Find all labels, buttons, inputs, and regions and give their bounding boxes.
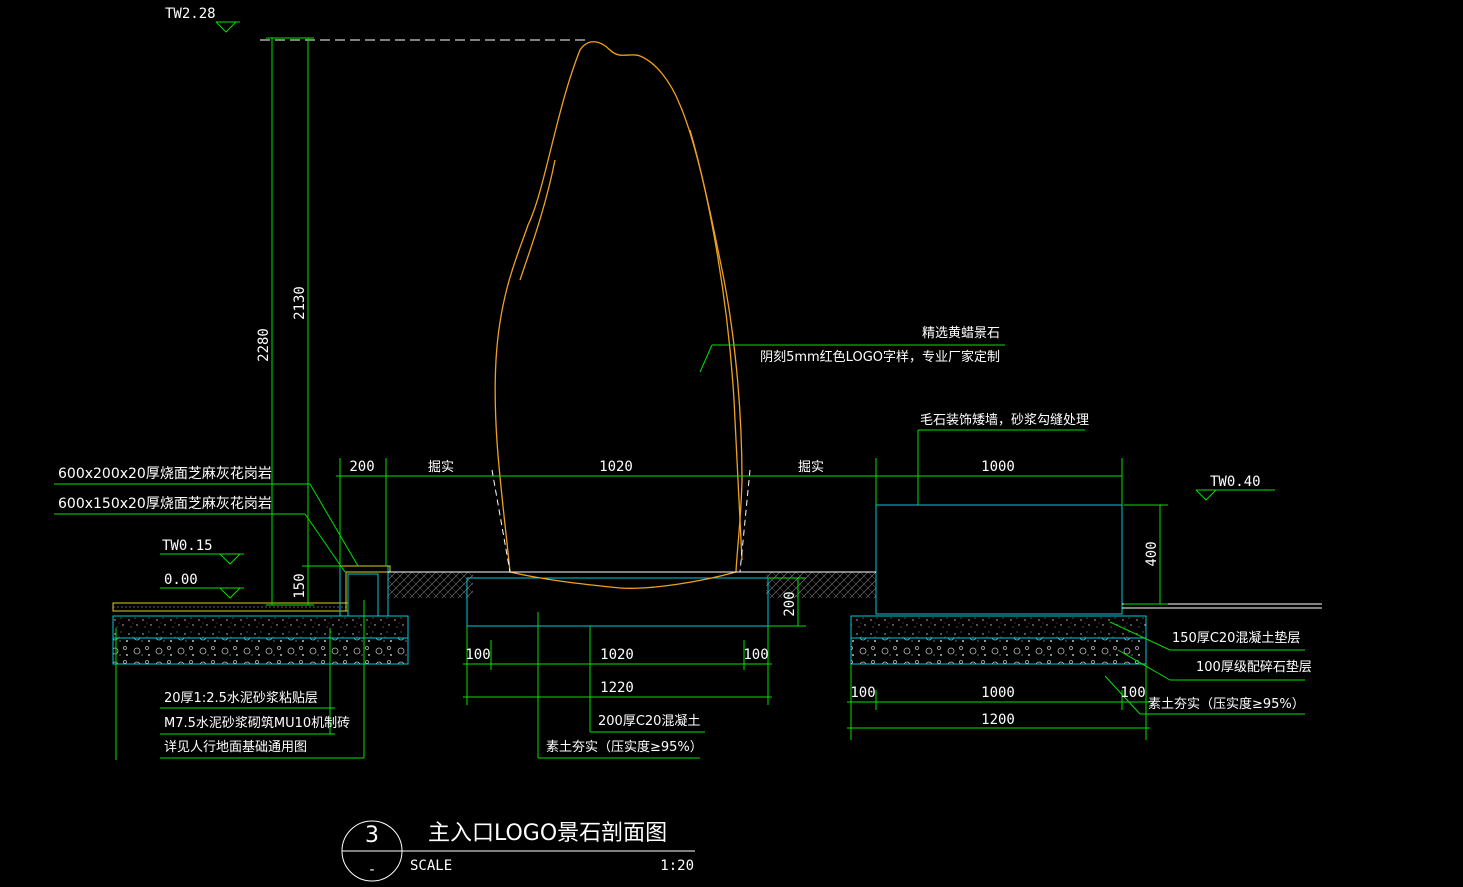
dim-stone-base-left: 100	[465, 647, 490, 663]
note-stone-material: 精选黄蜡景石	[922, 326, 1000, 341]
rubble-wall	[875, 504, 1123, 615]
note-base-ref: 详见人行地面基础通用图	[164, 740, 307, 755]
elevation-top: TW2.28	[165, 6, 216, 22]
note-wall-finish: 毛石装饰矮墙，砂浆勾缝处理	[920, 413, 1089, 428]
curb-brick	[347, 573, 379, 617]
landscape-stone	[494, 41, 743, 589]
dim-wall-base-inner: 1000	[981, 685, 1015, 701]
dim-wall-base-left: 100	[850, 685, 875, 701]
note-stone-concrete: 200厚C20混凝土	[598, 713, 700, 729]
dim-total-height: 2280	[256, 328, 272, 362]
note-tamp-left: 掘实	[428, 460, 454, 475]
dim-wall-base-right: 100	[1120, 685, 1145, 701]
elevation-wall: TW0.40	[1210, 474, 1261, 490]
dim-stone-base-right: 100	[743, 647, 768, 663]
dim-wall-height: 400	[1144, 541, 1160, 566]
dim-wall-width: 1000	[981, 459, 1015, 475]
note-tamp-right: 掘实	[798, 460, 824, 475]
note-wall-concrete: 150厚C20混凝土垫层	[1172, 630, 1300, 646]
elevation-ground: 0.00	[164, 572, 198, 588]
note-brick: M7.5水泥砂浆砌筑MU10机制砖	[164, 715, 350, 731]
stone-edge-right	[689, 129, 743, 561]
stone-foundation	[466, 577, 769, 627]
stone-crack-left	[519, 159, 556, 281]
note-paving-1: 600x200x20厚烧面芝麻灰花岗岩	[58, 466, 272, 482]
dim-stone-base-thickness: 200	[782, 591, 798, 616]
dim-stone-base-inner: 1020	[600, 647, 634, 663]
left-concrete-fill	[113, 616, 408, 638]
note-paving-2: 600x150x20厚烧面芝麻灰花岗岩	[58, 496, 272, 512]
note-wall-gravel: 100厚级配碎石垫层	[1196, 659, 1312, 675]
title-number: 3	[365, 823, 379, 848]
dim-curb-width: 200	[349, 459, 374, 475]
dim-stone-width: 1020	[599, 459, 633, 475]
soil-strip-left	[388, 572, 473, 598]
title-block: 3 - 主入口LOGO景石剖面图 SCALE 1:20	[341, 820, 695, 882]
dim-stone-base-total: 1220	[600, 680, 634, 696]
elevation-step: TW0.15	[162, 538, 213, 554]
note-wall-soil: 素土夯实（压实度≥95%）	[1148, 696, 1305, 712]
leader-lines	[54, 21, 1305, 760]
dim-curb-height: 150	[292, 573, 308, 598]
note-mortar: 20厚1:2.5水泥砂浆粘贴层	[164, 691, 318, 706]
scale-label: SCALE	[410, 858, 452, 874]
note-stone-soil: 素土夯实（压实度≥95%）	[546, 739, 703, 755]
dim-stone-height: 2130	[292, 286, 308, 320]
dim-wall-base-total: 1200	[981, 712, 1015, 728]
note-stone-logo: 阴刻5mm红色LOGO字样，专业厂家定制	[760, 349, 1000, 365]
soil-strip-right	[766, 572, 876, 598]
left-gravel-fill	[113, 638, 408, 664]
scale-value: 1:20	[660, 858, 694, 874]
title-dash: -	[368, 862, 376, 878]
dimension-lines	[266, 37, 1168, 740]
title-text: 主入口LOGO景石剖面图	[428, 821, 667, 846]
